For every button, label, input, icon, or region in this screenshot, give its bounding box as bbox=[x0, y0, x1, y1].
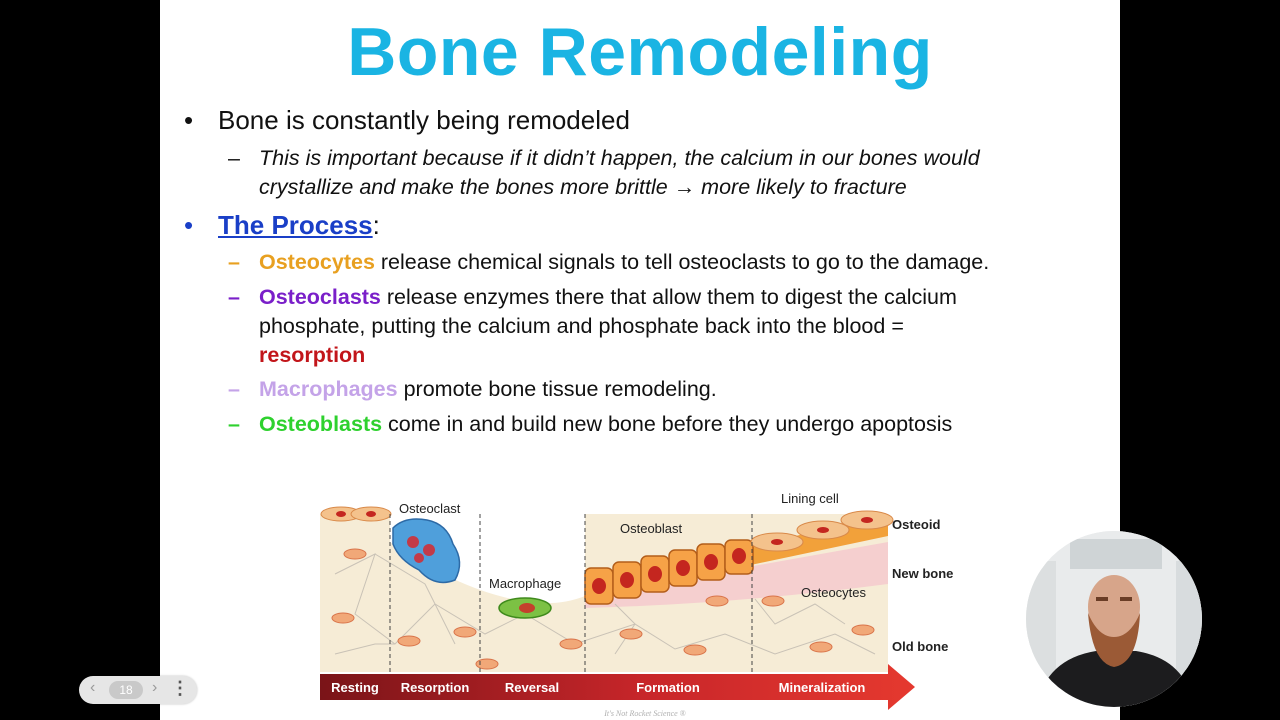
label-osteoid: Osteoid bbox=[892, 517, 940, 532]
stage-resting: Resting bbox=[331, 680, 379, 695]
stage-arrow-bar bbox=[320, 664, 915, 710]
bone-remodeling-diagram: Osteoclast Macrophage Osteoblast Lining … bbox=[320, 491, 953, 718]
slide-number-badge: 18 bbox=[109, 681, 143, 699]
label-new-bone: New bone bbox=[892, 566, 953, 581]
osteoclast-nuclei bbox=[407, 536, 435, 563]
slide-title: Bone Remodeling bbox=[347, 14, 933, 90]
item-macrophages: – Macrophages promote bone tissue remode… bbox=[228, 377, 717, 401]
resting-lining-cells bbox=[320, 506, 392, 522]
desc-macrophages: promote bone tissue remodeling. bbox=[397, 377, 717, 401]
term-osteoblasts: Osteoblasts bbox=[259, 412, 383, 436]
bullet-remodeled: •Bone is constantly being remodeled bbox=[184, 105, 630, 135]
bullet-process: •The Process: bbox=[184, 210, 380, 240]
importance-line-2b: more likely to fracture bbox=[701, 175, 907, 199]
resting-nuclei bbox=[336, 511, 376, 517]
term-osteoclasts: Osteoclasts bbox=[259, 285, 381, 309]
chevron-right-icon[interactable]: › bbox=[152, 679, 158, 696]
bullet-text: Bone is constantly being remodeled bbox=[218, 105, 630, 135]
process-link[interactable]: The Process bbox=[218, 210, 373, 240]
osteocyte-cells bbox=[331, 548, 875, 670]
stage-resorption: Resorption bbox=[401, 680, 470, 695]
label-osteoblast: Osteoblast bbox=[620, 521, 683, 536]
label-old-bone: Old bone bbox=[892, 639, 948, 654]
importance-line-2: crystallize and make the bones more brit… bbox=[259, 175, 668, 199]
stage-reversal: Reversal bbox=[505, 680, 559, 695]
term-macrophages: Macrophages bbox=[259, 377, 398, 401]
term-osteocytes: Osteocytes bbox=[259, 250, 375, 274]
stage-dividers bbox=[389, 514, 753, 674]
desc-osteocytes: release chemical signals to tell osteocl… bbox=[374, 250, 990, 274]
osteoblast-nuclei bbox=[592, 548, 746, 594]
process-colon: : bbox=[372, 210, 380, 240]
importance-line-1: This is important because if it didn’t h… bbox=[259, 146, 980, 170]
label-osteocytes: Osteocytes bbox=[801, 585, 867, 600]
presenter-webcam bbox=[1026, 531, 1202, 707]
term-resorption: resorption bbox=[259, 343, 366, 367]
slide: Bone Remodeling •Bone is constantly bein… bbox=[160, 0, 1120, 720]
more-options-icon[interactable]: ⋮ bbox=[171, 678, 189, 698]
stage-mineralization: Mineralization bbox=[779, 680, 866, 695]
label-macrophage: Macrophage bbox=[489, 576, 561, 591]
desc-osteoblasts: come in and build new bone before they u… bbox=[382, 412, 953, 436]
item-osteoblasts: – Osteoblasts come in and build new bone… bbox=[228, 412, 953, 436]
item-osteocytes: – Osteocytes release chemical signals to… bbox=[228, 250, 990, 274]
right-arrow-icon: → bbox=[673, 175, 696, 199]
lining-nuclei bbox=[771, 517, 873, 545]
label-osteoclast: Osteoclast bbox=[399, 501, 461, 516]
sub-bullet-importance: – This is important because if it didn’t… bbox=[228, 146, 980, 199]
stage-formation: Formation bbox=[636, 680, 700, 695]
macrophage-nucleus bbox=[519, 603, 535, 613]
slide-navigation: ‹ 18 › ⋮ bbox=[79, 676, 197, 704]
label-lining-cell: Lining cell bbox=[781, 491, 839, 506]
desc-osteoclasts: release enzymes there that allow them to… bbox=[259, 285, 957, 338]
item-osteoclasts: – Osteoclasts release enzymes there that… bbox=[228, 285, 957, 367]
diagram-credit: It's Not Rocket Science ® bbox=[603, 709, 686, 718]
chevron-left-icon[interactable]: ‹ bbox=[90, 679, 96, 696]
presenter-video-frame bbox=[1026, 531, 1202, 707]
